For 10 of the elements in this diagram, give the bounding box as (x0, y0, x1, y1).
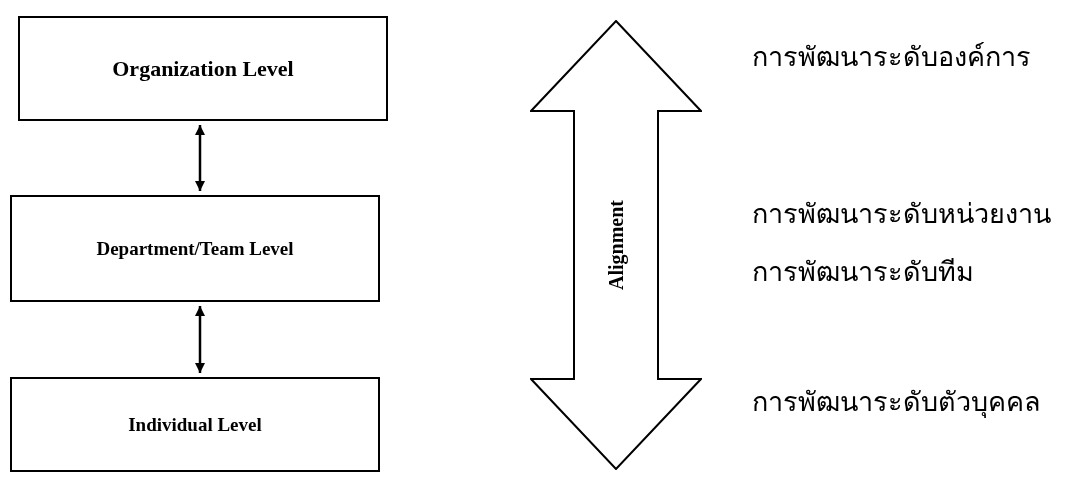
level-caption: การพัฒนาระดับทีม (752, 256, 974, 289)
level-caption: การพัฒนาระดับองค์การ (752, 41, 1031, 74)
level-box: Organization Level (18, 16, 388, 121)
double-arrow (195, 306, 205, 373)
double-arrow (195, 125, 205, 191)
level-caption: การพัฒนาระดับหน่วยงาน (752, 198, 1051, 231)
level-box: Individual Level (10, 377, 380, 472)
level-box: Department/Team Level (10, 195, 380, 302)
arrow-label: Alignment (604, 200, 628, 290)
level-caption: การพัฒนาระดับตัวบุคคล (752, 386, 1041, 420)
